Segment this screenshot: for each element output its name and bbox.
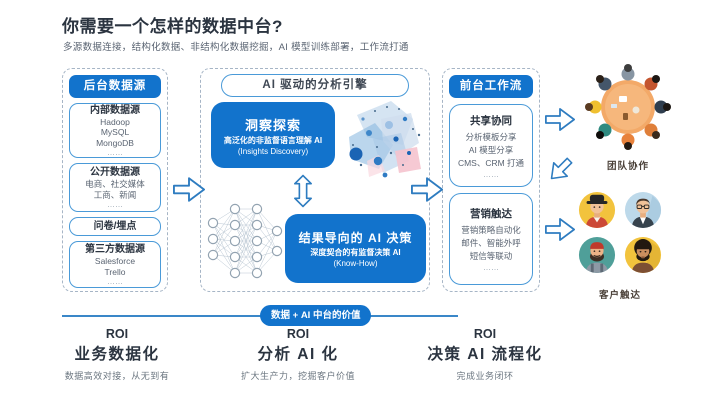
roi-desc: 完成业务闭环 bbox=[456, 371, 514, 381]
arrow-backend-to-engine-icon bbox=[173, 177, 205, 202]
box-line: 短信等联动 bbox=[469, 251, 513, 262]
box-line: 工商、新闻 bbox=[93, 189, 137, 200]
insight-caption: (Insights Discovery) bbox=[237, 146, 309, 156]
survey-tracking-box: 问卷/埋点 bbox=[69, 217, 161, 236]
roi-analysis-ai: ROI 分析 AI 化 扩大生产力，挖掘客户价值 bbox=[213, 327, 383, 382]
box-title: 营销触达 bbox=[470, 208, 512, 221]
roi-title: 分析 AI 化 bbox=[257, 346, 339, 363]
box-title: 共享协同 bbox=[470, 114, 512, 127]
internal-sources-box: 内部数据源 Hadoop MySQL MongoDB …… bbox=[69, 103, 161, 158]
page-subtitle: 多源数据连接，结构化数据、非结构化数据挖掘，AI 模型训练部署，工作流打通 bbox=[63, 42, 409, 53]
page-title: 你需要一个怎样的数据中台? bbox=[62, 17, 283, 36]
cluster-scatter-illustration bbox=[349, 101, 421, 178]
ellipsis: …… bbox=[107, 277, 123, 286]
ellipsis: …… bbox=[483, 169, 499, 179]
decision-subtitle: 深度契合的有监督决策 AI bbox=[310, 248, 401, 257]
insight-title: 洞察探索 bbox=[244, 117, 301, 133]
box-line: 分析模板分享 bbox=[465, 131, 517, 142]
ai-decision-box: 结果导向的 AI 决策 深度契合的有监督决策 AI (Know-How) bbox=[285, 214, 426, 283]
customer-avatar-glasses-man bbox=[624, 191, 662, 229]
decision-caption: (Know-How) bbox=[333, 259, 378, 268]
marketing-reach-box: 营销触达 营销策略自动化 邮件、智能外呼 短信等联动 …… bbox=[449, 193, 533, 285]
team-members bbox=[585, 64, 671, 150]
share-collaboration-box: 共享协同 分析模板分享 AI 模型分享 CMS、CRM 打通 …… bbox=[449, 104, 533, 188]
public-sources-box: 公开数据源 电商、社交媒体 工商、新闻 …… bbox=[69, 163, 161, 212]
box-line: MongoDB bbox=[96, 137, 134, 148]
team-roundtable-illustration bbox=[585, 64, 671, 150]
bidirectional-arrow-icon bbox=[294, 174, 312, 208]
backend-sources-panel: 后台数据源 内部数据源 Hadoop MySQL MongoDB …… 公开数据… bbox=[62, 68, 168, 292]
neural-network-illustration bbox=[207, 203, 283, 279]
roi-tag: ROI bbox=[105, 327, 129, 341]
customer-avatar-afro-man bbox=[624, 236, 662, 274]
box-title: 第三方数据源 bbox=[85, 244, 145, 255]
arrow-to-customer-icon bbox=[545, 218, 575, 241]
ellipsis: …… bbox=[483, 263, 499, 273]
roi-tag: ROI bbox=[473, 327, 497, 341]
ellipsis: …… bbox=[107, 200, 123, 209]
ai-engine-panel: AI 驱动的分析引擎 洞察探索 高泛化的非监督语言理解 AI (Insights… bbox=[200, 68, 430, 292]
roi-desc: 扩大生产力，挖掘客户价值 bbox=[240, 371, 355, 381]
roi-decision-ai-process: ROI 决策 AI 流程化 完成业务闭环 bbox=[400, 327, 570, 382]
roi-title: 决策 AI 流程化 bbox=[427, 346, 543, 363]
roi-business-digitization: ROI 业务数据化 数据高效对接，从无到有 bbox=[32, 327, 202, 382]
box-line: MySQL bbox=[100, 127, 130, 138]
box-line: Hadoop bbox=[100, 116, 130, 127]
arrow-feedback-icon bbox=[550, 157, 573, 180]
arrow-to-team-icon bbox=[545, 108, 575, 131]
ai-engine-header: AI 驱动的分析引擎 bbox=[221, 74, 409, 97]
customer-reach-label: 客户触达 bbox=[598, 290, 641, 301]
box-line: Salesforce bbox=[94, 256, 136, 266]
decision-title: 结果导向的 AI 决策 bbox=[298, 231, 413, 245]
customer-avatar-hat-man bbox=[578, 191, 616, 229]
box-line: Trello bbox=[104, 266, 126, 277]
roi-title: 业务数据化 bbox=[74, 346, 160, 363]
frontend-workflow-panel: 前台工作流 共享协同 分析模板分享 AI 模型分享 CMS、CRM 打通 …… … bbox=[442, 68, 540, 292]
roi-tag: ROI bbox=[286, 327, 310, 341]
frontend-workflow-header: 前台工作流 bbox=[449, 75, 533, 98]
roi-desc: 数据高效对接，从无到有 bbox=[64, 371, 170, 381]
team-collaboration-label: 团队协作 bbox=[606, 161, 649, 172]
box-title: 内部数据源 bbox=[90, 104, 140, 116]
customer-avatar-cap-beard-man bbox=[578, 236, 616, 274]
backend-sources-header: 后台数据源 bbox=[69, 75, 161, 98]
box-line: 营销策略自动化 bbox=[461, 225, 521, 236]
insight-discovery-box: 洞察探索 高泛化的非监督语言理解 AI (Insights Discovery) bbox=[211, 102, 335, 168]
box-line: 电商、社交媒体 bbox=[85, 179, 145, 189]
box-title: 公开数据源 bbox=[90, 167, 140, 178]
arrow-engine-to-frontend-icon bbox=[411, 177, 443, 202]
box-line: 邮件、智能外呼 bbox=[461, 238, 521, 249]
box-line: AI 模型分享 bbox=[468, 144, 514, 155]
insight-subtitle: 高泛化的非监督语言理解 AI bbox=[223, 135, 323, 145]
box-line: CMS、CRM 打通 bbox=[457, 157, 525, 168]
value-banner-pill: 数据 + AI 中台的价值 bbox=[260, 305, 372, 326]
box-title: 问卷/埋点 bbox=[93, 221, 137, 232]
ellipsis: …… bbox=[107, 148, 123, 158]
customer-avatars bbox=[578, 191, 662, 274]
thirdparty-sources-box: 第三方数据源 Salesforce Trello …… bbox=[69, 241, 161, 288]
